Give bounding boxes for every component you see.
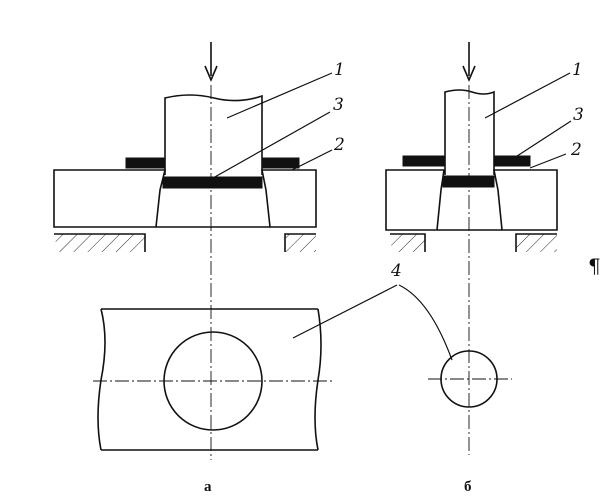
view-b: 1 3 2 б [385,42,584,495]
caption-a: а [204,479,212,495]
die [53,169,317,228]
die [385,169,558,231]
label-material-a: 3 [333,95,344,115]
sheet-material [125,157,300,189]
pilcrow-mark: ¶ [588,254,601,278]
hole-plan-view [428,350,512,408]
label-hole: 4 [390,261,402,281]
label-die-b: 2 [570,140,582,160]
support-base [390,233,557,252]
label-material-b: 3 [573,105,584,125]
label-punch-b: 1 [572,60,583,80]
punch [164,94,263,175]
punch [444,89,495,175]
strip-plan-view [93,308,332,451]
down-arrow-icon [462,42,476,83]
sheet-material [402,155,531,188]
label-punch-a: 1 [334,60,345,80]
down-arrow-icon [204,42,218,83]
hole-callout: 4 [292,261,453,361]
label-die-a: 2 [333,135,345,155]
caption-b: б [464,479,472,495]
view-a: 1 3 2 а [53,42,345,495]
support-base [54,233,316,252]
